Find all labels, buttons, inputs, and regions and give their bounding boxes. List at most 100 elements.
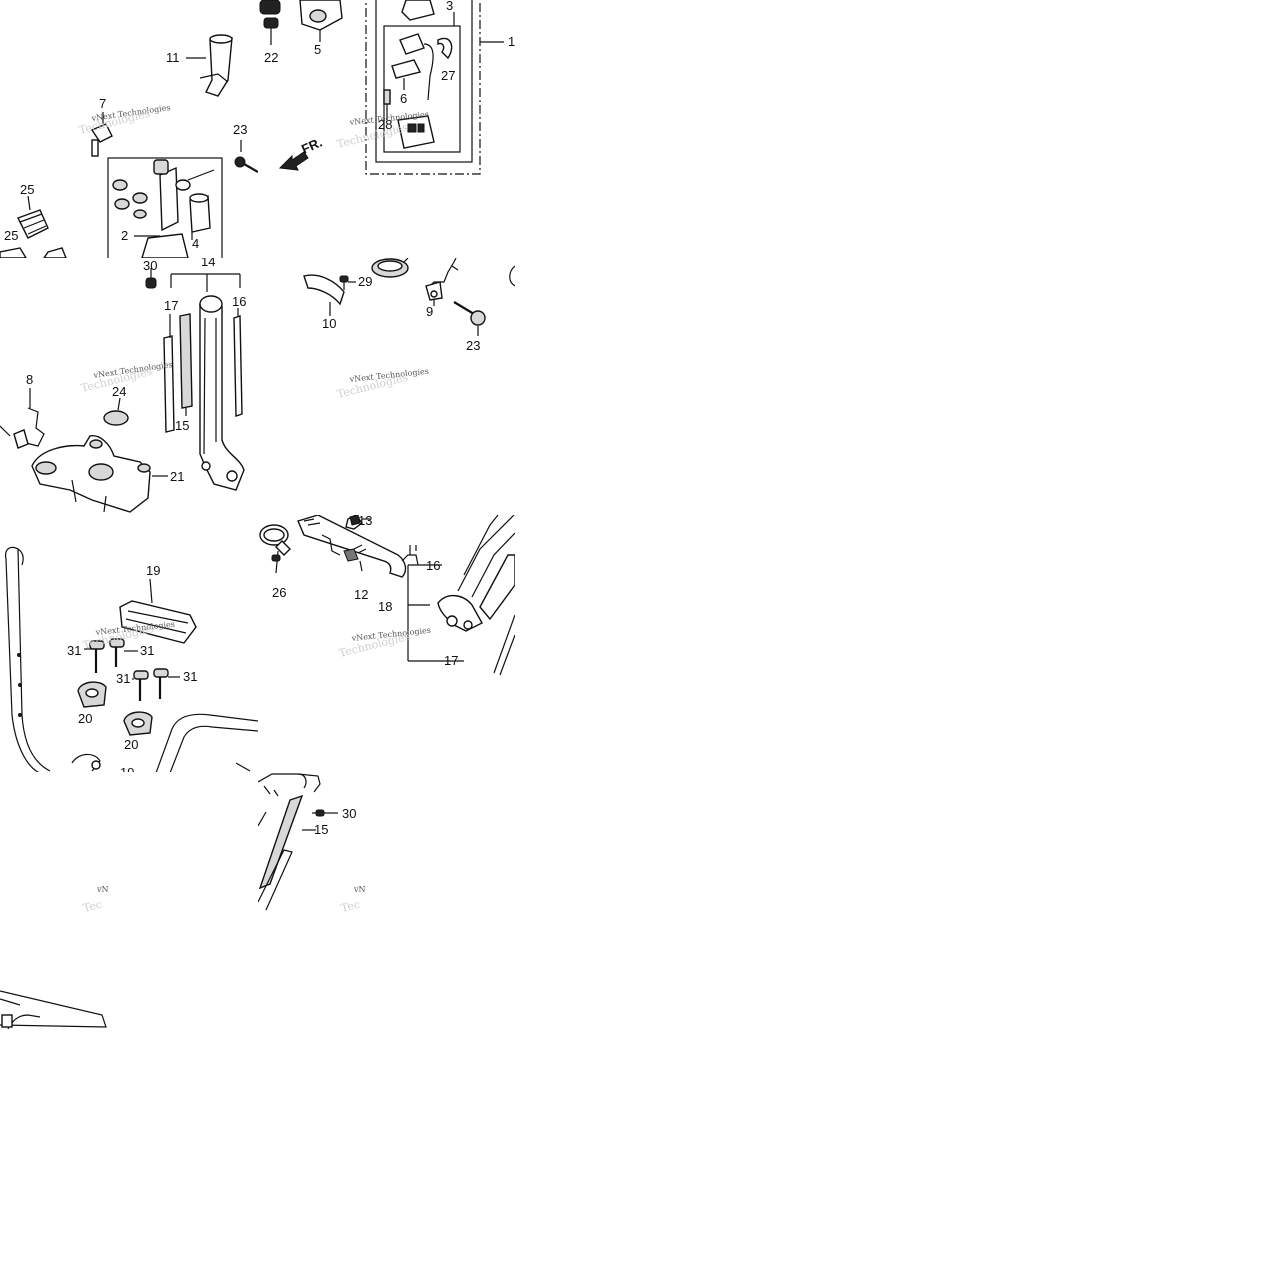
tile-fragment — [0, 985, 110, 1030]
part-11-stem — [186, 34, 233, 97]
tile1-drawing: 11 22 7 23 25 25 2 4 vNext Technologies … — [0, 34, 258, 258]
part-cover-detail — [258, 773, 338, 911]
part-23-long-bolt — [453, 301, 486, 336]
callout-18: 18 — [378, 599, 392, 614]
callout-8: 8 — [26, 372, 33, 387]
callout-21: 21 — [170, 469, 184, 484]
part-clamp-ring — [371, 258, 409, 278]
part-23-bolt — [234, 140, 258, 173]
callout-17: 17 — [164, 298, 178, 313]
part-5-lock — [299, 0, 343, 42]
callout-20-a: 20 — [78, 711, 92, 726]
tile2b-drawing: 29 10 9 23 vNext Technologies Technologi… — [303, 258, 515, 401]
callout-5: 5 — [314, 42, 321, 57]
part-3-switch-housing — [401, 0, 435, 21]
part-29-screw — [339, 275, 356, 290]
callout-31-a: 31 — [67, 643, 81, 658]
callout-31-d: 31 — [183, 669, 197, 684]
callout-12: 12 — [354, 587, 368, 602]
callout-27: 27 — [441, 68, 455, 83]
tile-combination-switch: 22 5 FR. — [258, 0, 515, 258]
switch-group-frame — [365, 0, 504, 175]
callout-22-b: 22 — [264, 50, 278, 65]
partial-ring-right — [509, 265, 515, 287]
part-31-bolts — [84, 638, 180, 701]
callout-25-lower: 25 — [4, 228, 18, 243]
part-27-switch-contact — [399, 33, 453, 101]
callout-31-c: 31 — [116, 671, 130, 686]
part-6-switch-plate — [383, 59, 422, 120]
part-17-rubber-strip — [163, 314, 175, 433]
callout-25-upper: 25 — [20, 182, 34, 197]
fragment-block — [1, 1014, 13, 1028]
tile4b-drawing: 30 15 vN Tec — [258, 773, 366, 915]
callout-9: 9 — [426, 304, 433, 319]
watermark-short-b: vN — [353, 885, 366, 894]
part-10-guard — [303, 274, 345, 316]
watermark-short-b-faint: Tec — [340, 898, 362, 915]
fragment-line — [0, 998, 21, 1006]
part-14-bracket — [170, 273, 241, 292]
part-18-cover-bracket — [407, 515, 515, 676]
part-28-wire-connector — [397, 115, 435, 149]
part-26-hose-clamp — [259, 524, 291, 574]
tile-fork-bridge: 30 14 17 16 8 24 15 21 vNext Technologie… — [0, 258, 258, 515]
part-2-switch-assembly — [107, 157, 223, 258]
tile1b-drawing: 22 5 FR. — [259, 0, 515, 175]
tile-steering-lock-switch: 11 22 7 23 25 25 2 4 vNext Technologies … — [0, 0, 258, 258]
part-24-nut — [103, 397, 129, 426]
part-9-cable-guide — [425, 258, 459, 306]
callout-19-b: 19 — [120, 765, 134, 772]
part-22-bolt-head — [259, 0, 281, 45]
part-lower-handlebar — [71, 713, 258, 772]
tile-handle-pipe: 13 26 12 16 18 17 vNext Technologies Tec… — [258, 515, 515, 772]
callout-20-b: 20 — [124, 737, 138, 752]
part-30-screw — [145, 268, 157, 289]
callout-28: 28 — [378, 117, 392, 132]
tile-cover-detail: 30 15 vN Tec — [258, 772, 366, 915]
part-15-rubber-strip — [179, 313, 193, 416]
callout-7: 7 — [99, 96, 106, 111]
callout-31-b: 31 — [140, 643, 154, 658]
part-20-clamps — [77, 681, 153, 736]
part-12-pipe — [297, 515, 419, 578]
tile2-drawing: 30 14 17 16 8 24 15 21 vNext Technologie… — [0, 258, 246, 513]
callout-2: 2 — [121, 228, 128, 243]
callout-11: 11 — [166, 50, 180, 65]
callout-14: 14 — [201, 258, 215, 269]
callout-10: 10 — [322, 316, 336, 331]
callout-23: 23 — [233, 122, 247, 137]
front-arrow-icon: FR. — [278, 135, 324, 171]
fragment-frame — [0, 990, 107, 1028]
part-handlebar — [5, 546, 51, 772]
callout-15-b: 15 — [314, 822, 328, 837]
callout-15: 15 — [175, 418, 189, 433]
part-21-top-bridge — [31, 435, 168, 513]
callout-1: 1 — [508, 34, 515, 49]
part-8-wire-clip — [0, 388, 45, 449]
front-arrow-label: FR. — [299, 135, 324, 157]
callout-6: 6 — [400, 91, 407, 106]
callout-29: 29 — [358, 274, 372, 289]
tile4-drawing: vN Tec — [82, 885, 109, 915]
watermark-short: vN — [96, 885, 109, 894]
fragment-curve — [7, 1014, 41, 1030]
callout-30: 30 — [143, 258, 157, 273]
callout-16-b: 16 — [426, 558, 440, 573]
watermark-short-faint: Tec — [82, 898, 104, 915]
tile-partial-blank: vN Tec — [0, 772, 258, 915]
callout-17-b: 17 — [444, 653, 458, 668]
part-19-handle-cover — [119, 578, 197, 644]
watermark-text-b-faint: Technologies — [336, 121, 410, 151]
part-14-handle-cover — [199, 295, 245, 491]
callout-19: 19 — [146, 563, 160, 578]
part-25-grommets — [0, 179, 148, 258]
callout-3: 3 — [446, 0, 453, 13]
callout-23-b: 23 — [466, 338, 480, 353]
fragment-drawing — [0, 990, 107, 1030]
tile3-drawing: 19 31 31 31 31 20 20 19 vNext Technologi… — [5, 546, 258, 772]
tile-handlebar: 19 31 31 31 31 20 20 19 vNext Technologi… — [0, 515, 258, 772]
callout-26: 26 — [272, 585, 286, 600]
callout-30-b: 30 — [342, 806, 356, 821]
